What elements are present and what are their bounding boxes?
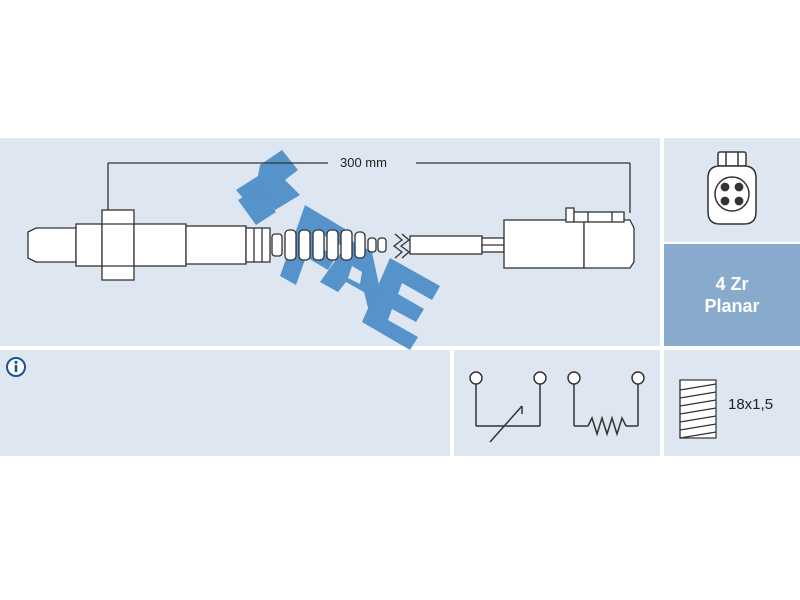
connector-icon <box>707 151 757 225</box>
heater-symbol <box>567 371 645 437</box>
sensor-type-line1: 4 Zr <box>715 274 749 294</box>
length-label: 300 mm <box>336 155 391 170</box>
sensor-type-panel: 4 Zr Planar <box>664 244 800 346</box>
oxygen-sensor-drawing <box>27 162 635 281</box>
circuit-panel <box>454 350 660 456</box>
hex-nut <box>101 209 135 281</box>
circuit-diagram <box>469 371 645 443</box>
cable <box>409 235 483 255</box>
sensor-type-line2: Planar <box>704 296 760 316</box>
thread-size-label: 18x1,5 <box>728 396 774 413</box>
sensor-probe-tip <box>27 227 77 263</box>
info-panel <box>0 350 450 456</box>
thermistor-symbol <box>469 371 547 443</box>
thread-icon <box>679 379 717 439</box>
sensor-plug <box>503 219 585 269</box>
cable-sleeve <box>271 229 387 261</box>
info-icon <box>6 357 26 377</box>
